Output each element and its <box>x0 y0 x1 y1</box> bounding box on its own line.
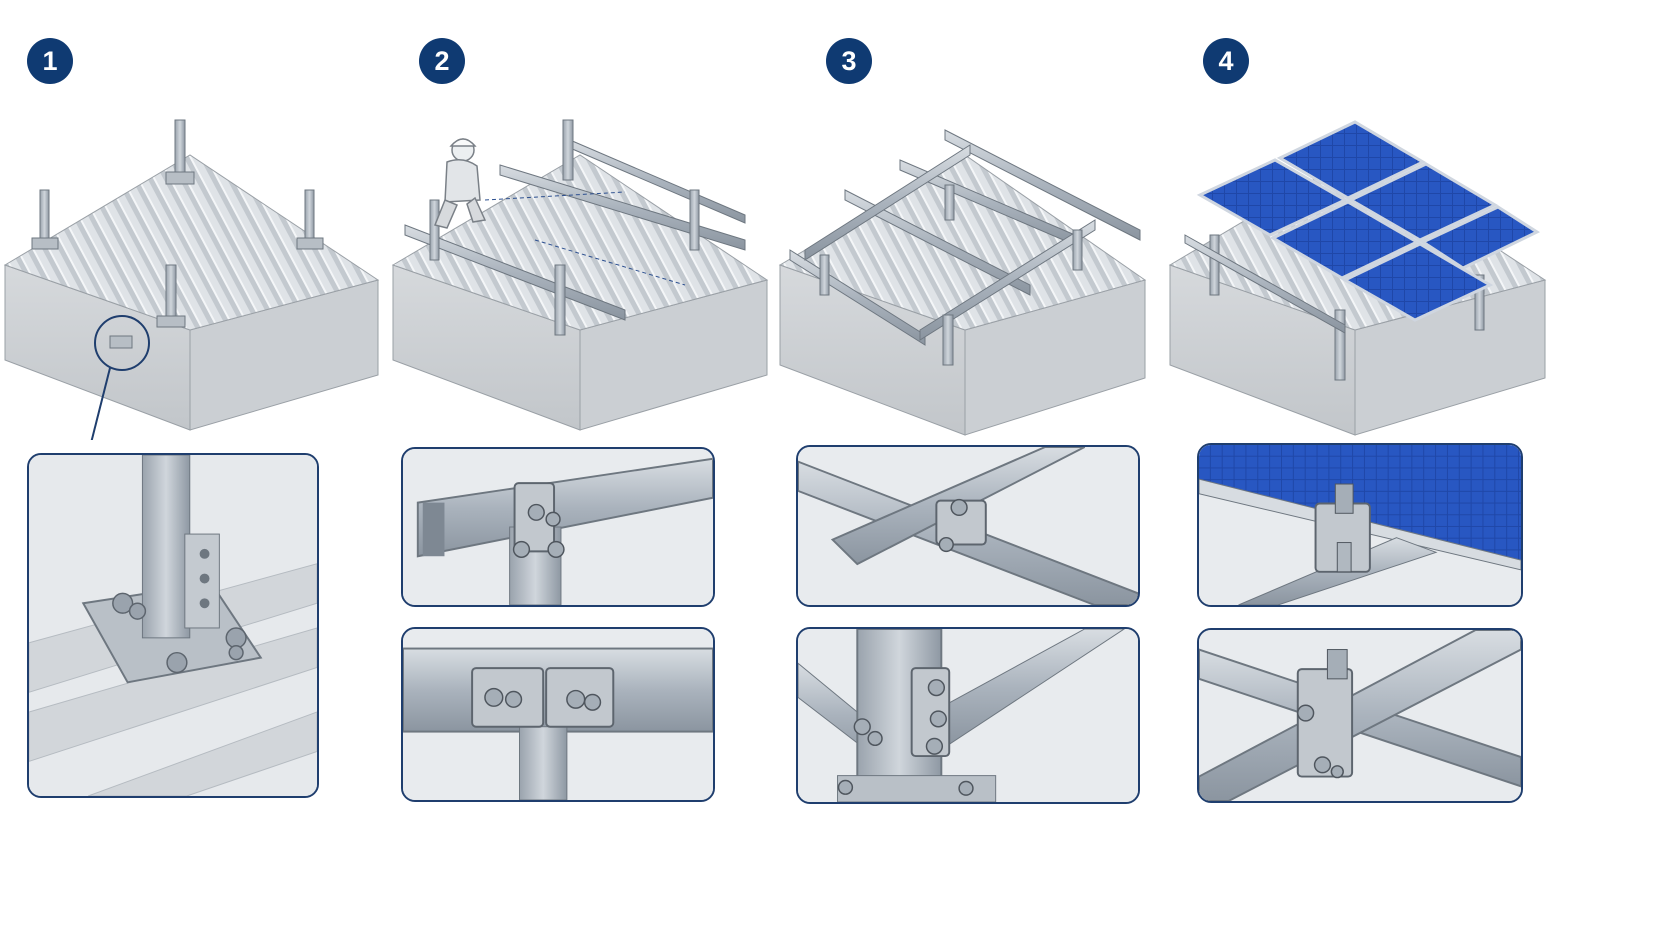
callout-circle <box>94 315 150 371</box>
step-number-2: 2 <box>419 38 465 84</box>
step-3-detail-brace-connection <box>796 627 1140 804</box>
worker-figure <box>433 138 487 229</box>
step-2-detail-rail-splice <box>401 627 715 802</box>
frame-rails <box>789 129 1141 346</box>
step-number-1: 1 <box>27 38 73 84</box>
mounting-rails <box>404 139 746 321</box>
step-number-4: 4 <box>1203 38 1249 84</box>
anchor-bolts <box>112 592 247 674</box>
step-1-roof-anchors-illustration <box>0 110 385 440</box>
step-3-cross-rail-frame-illustration <box>775 110 1155 440</box>
step-1-detail-base-plate <box>27 453 319 798</box>
step-number-3: 3 <box>826 38 872 84</box>
step-4-detail-panel-clamp <box>1197 443 1523 607</box>
step-2-rail-installation-illustration <box>385 110 775 440</box>
step-4-solar-panels-illustration <box>1165 110 1550 440</box>
step-2-detail-rail-to-post-joint <box>401 447 715 607</box>
step-4-detail-rail-cross-clamp <box>1197 628 1523 803</box>
anchor-posts <box>31 119 324 328</box>
solar-panel-array <box>1196 120 1541 322</box>
step-3-detail-cross-clamp <box>796 445 1140 607</box>
